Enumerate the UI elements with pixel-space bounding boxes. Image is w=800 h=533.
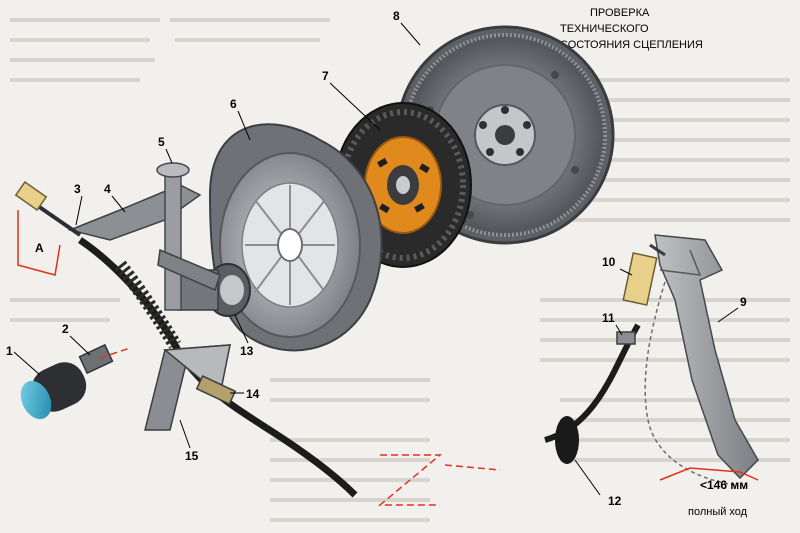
label-12: 12 (608, 494, 622, 508)
label-5: 5 (158, 135, 165, 149)
actuator-rod (14, 180, 82, 237)
stroke-dimension: <146 мм (700, 478, 748, 492)
label-8: 8 (393, 9, 400, 23)
bg-heading-1: ПРОВЕРКА (590, 7, 650, 19)
label-6: 6 (230, 97, 237, 111)
release-fork (67, 162, 221, 311)
label-leaders (13, 22, 739, 496)
cable-adjuster (195, 375, 237, 405)
pressure-plate (208, 123, 383, 352)
label-1: 1 (6, 344, 13, 358)
label-13: 13 (240, 344, 254, 358)
label-2: 2 (62, 322, 69, 336)
cable-grommet (555, 416, 579, 464)
label-3: 3 (74, 182, 81, 196)
label-7: 7 (322, 69, 329, 83)
full-stroke-caption: полный ход (688, 506, 748, 518)
label-4: 4 (104, 182, 111, 196)
bg-heading-2: ТЕХНИЧЕСКОГО (560, 23, 649, 35)
label-11: 11 (602, 311, 615, 325)
bg-heading-3: СОСТОЯНИЯ СЦЕПЛЕНИЯ (560, 39, 703, 51)
label-9: 9 (740, 295, 747, 309)
label-15: 15 (185, 449, 199, 463)
leader-lines (17, 210, 759, 506)
callouts: 1 2 3 4 5 6 7 8 9 10 11 12 13 14 15 A (6, 9, 747, 508)
clutch-pedal (644, 234, 759, 486)
label-a: A (35, 241, 44, 255)
label-10: 10 (602, 255, 616, 269)
label-14: 14 (246, 387, 260, 401)
cylinder (20, 343, 114, 420)
